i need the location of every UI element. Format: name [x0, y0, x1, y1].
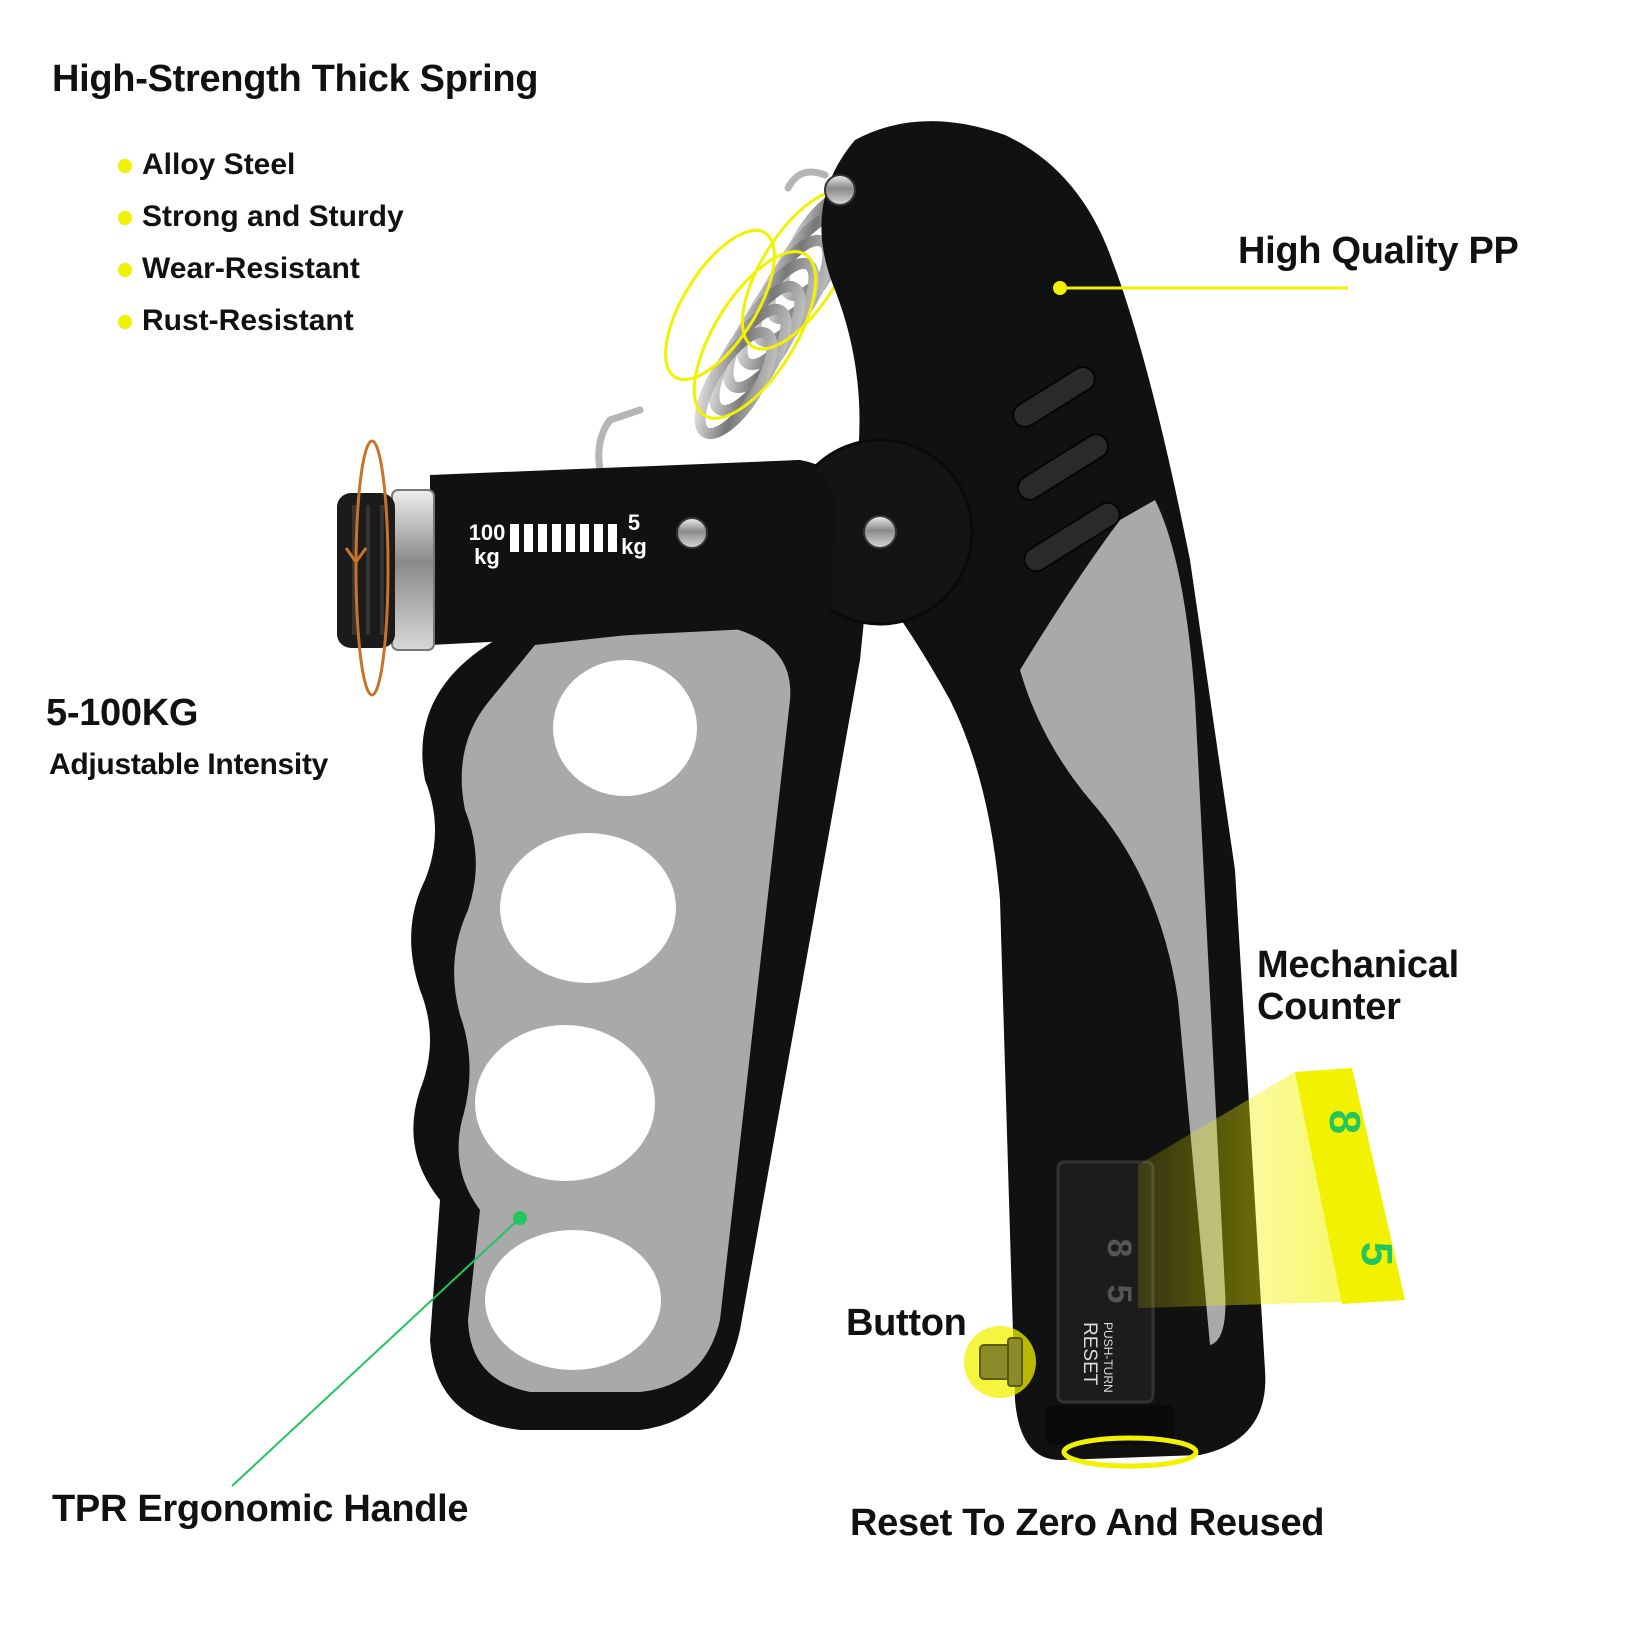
svg-text:8: 8 — [1100, 1239, 1138, 1258]
feature-item: Rust-Resistant — [118, 304, 404, 350]
scale-min-unit: kg — [621, 534, 647, 559]
bullet-dot-icon — [118, 159, 132, 173]
feature-item: Alloy Steel — [118, 148, 404, 200]
intensity-range: 5-100KG — [46, 692, 199, 734]
rotate-arrow-icon — [344, 439, 390, 697]
left-handle — [411, 460, 870, 1430]
intensity-caption: Adjustable Intensity — [49, 748, 329, 781]
reset-knob[interactable] — [1045, 1405, 1175, 1445]
bullet-dot-icon — [118, 263, 132, 277]
svg-text:8: 8 — [1320, 1110, 1369, 1134]
feature-item: Wear-Resistant — [118, 252, 404, 304]
side-button[interactable] — [979, 1337, 1023, 1387]
feature-item: Strong and Sturdy — [118, 200, 404, 252]
reset-knob-highlight — [1061, 1435, 1199, 1469]
finger-holes — [475, 660, 697, 1370]
arm-rivet — [824, 174, 856, 206]
counter-label-line2: Counter — [1257, 986, 1401, 1028]
handle-label: TPR Ergonomic Handle — [52, 1488, 469, 1530]
counter-digit-ghost: 8 — [1100, 1239, 1138, 1258]
scale-rivet — [676, 517, 708, 549]
material-pointer — [1053, 281, 1348, 295]
spring-hook — [595, 168, 829, 474]
material-label: High Quality PP — [1238, 230, 1519, 272]
counter-digit-ghost: 5 — [1100, 1285, 1138, 1304]
scale-min-value: 5 — [628, 510, 640, 535]
svg-text:5: 5 — [1100, 1285, 1138, 1304]
bullet-dot-icon — [118, 211, 132, 225]
spring-title: High-Strength Thick Spring — [52, 58, 539, 100]
scale-max-unit: kg — [474, 544, 500, 569]
counter-digit-first: 8 — [1320, 1110, 1369, 1134]
svg-text:5: 5 — [1352, 1242, 1401, 1266]
reset-instruction: PUSH-TURN RESET — [1079, 1322, 1115, 1393]
svg-text:RESET: RESET — [1079, 1322, 1100, 1386]
vent-slots — [1012, 365, 1121, 573]
handle-pointer — [231, 1211, 527, 1487]
scale-ticks — [510, 524, 617, 552]
pivot-rivet — [863, 515, 897, 549]
svg-text:PUSH-TURN: PUSH-TURN — [1101, 1322, 1115, 1393]
reset-label: Reset To Zero And Reused — [850, 1502, 1325, 1544]
bullet-dot-icon — [118, 315, 132, 329]
button-label: Button — [846, 1302, 967, 1344]
adjustment-knob[interactable] — [337, 489, 435, 651]
scale-bar: 100 kg 5 kg — [430, 460, 835, 645]
spring-feature-list: Alloy Steel Strong and Sturdy Wear-Resis… — [118, 148, 404, 350]
scale-max-value: 100 — [469, 520, 506, 545]
counter-digit-second: 5 — [1352, 1242, 1401, 1266]
counter-zoom-panel — [1295, 1068, 1405, 1304]
counter-label-line1: Mechanical — [1257, 944, 1459, 986]
